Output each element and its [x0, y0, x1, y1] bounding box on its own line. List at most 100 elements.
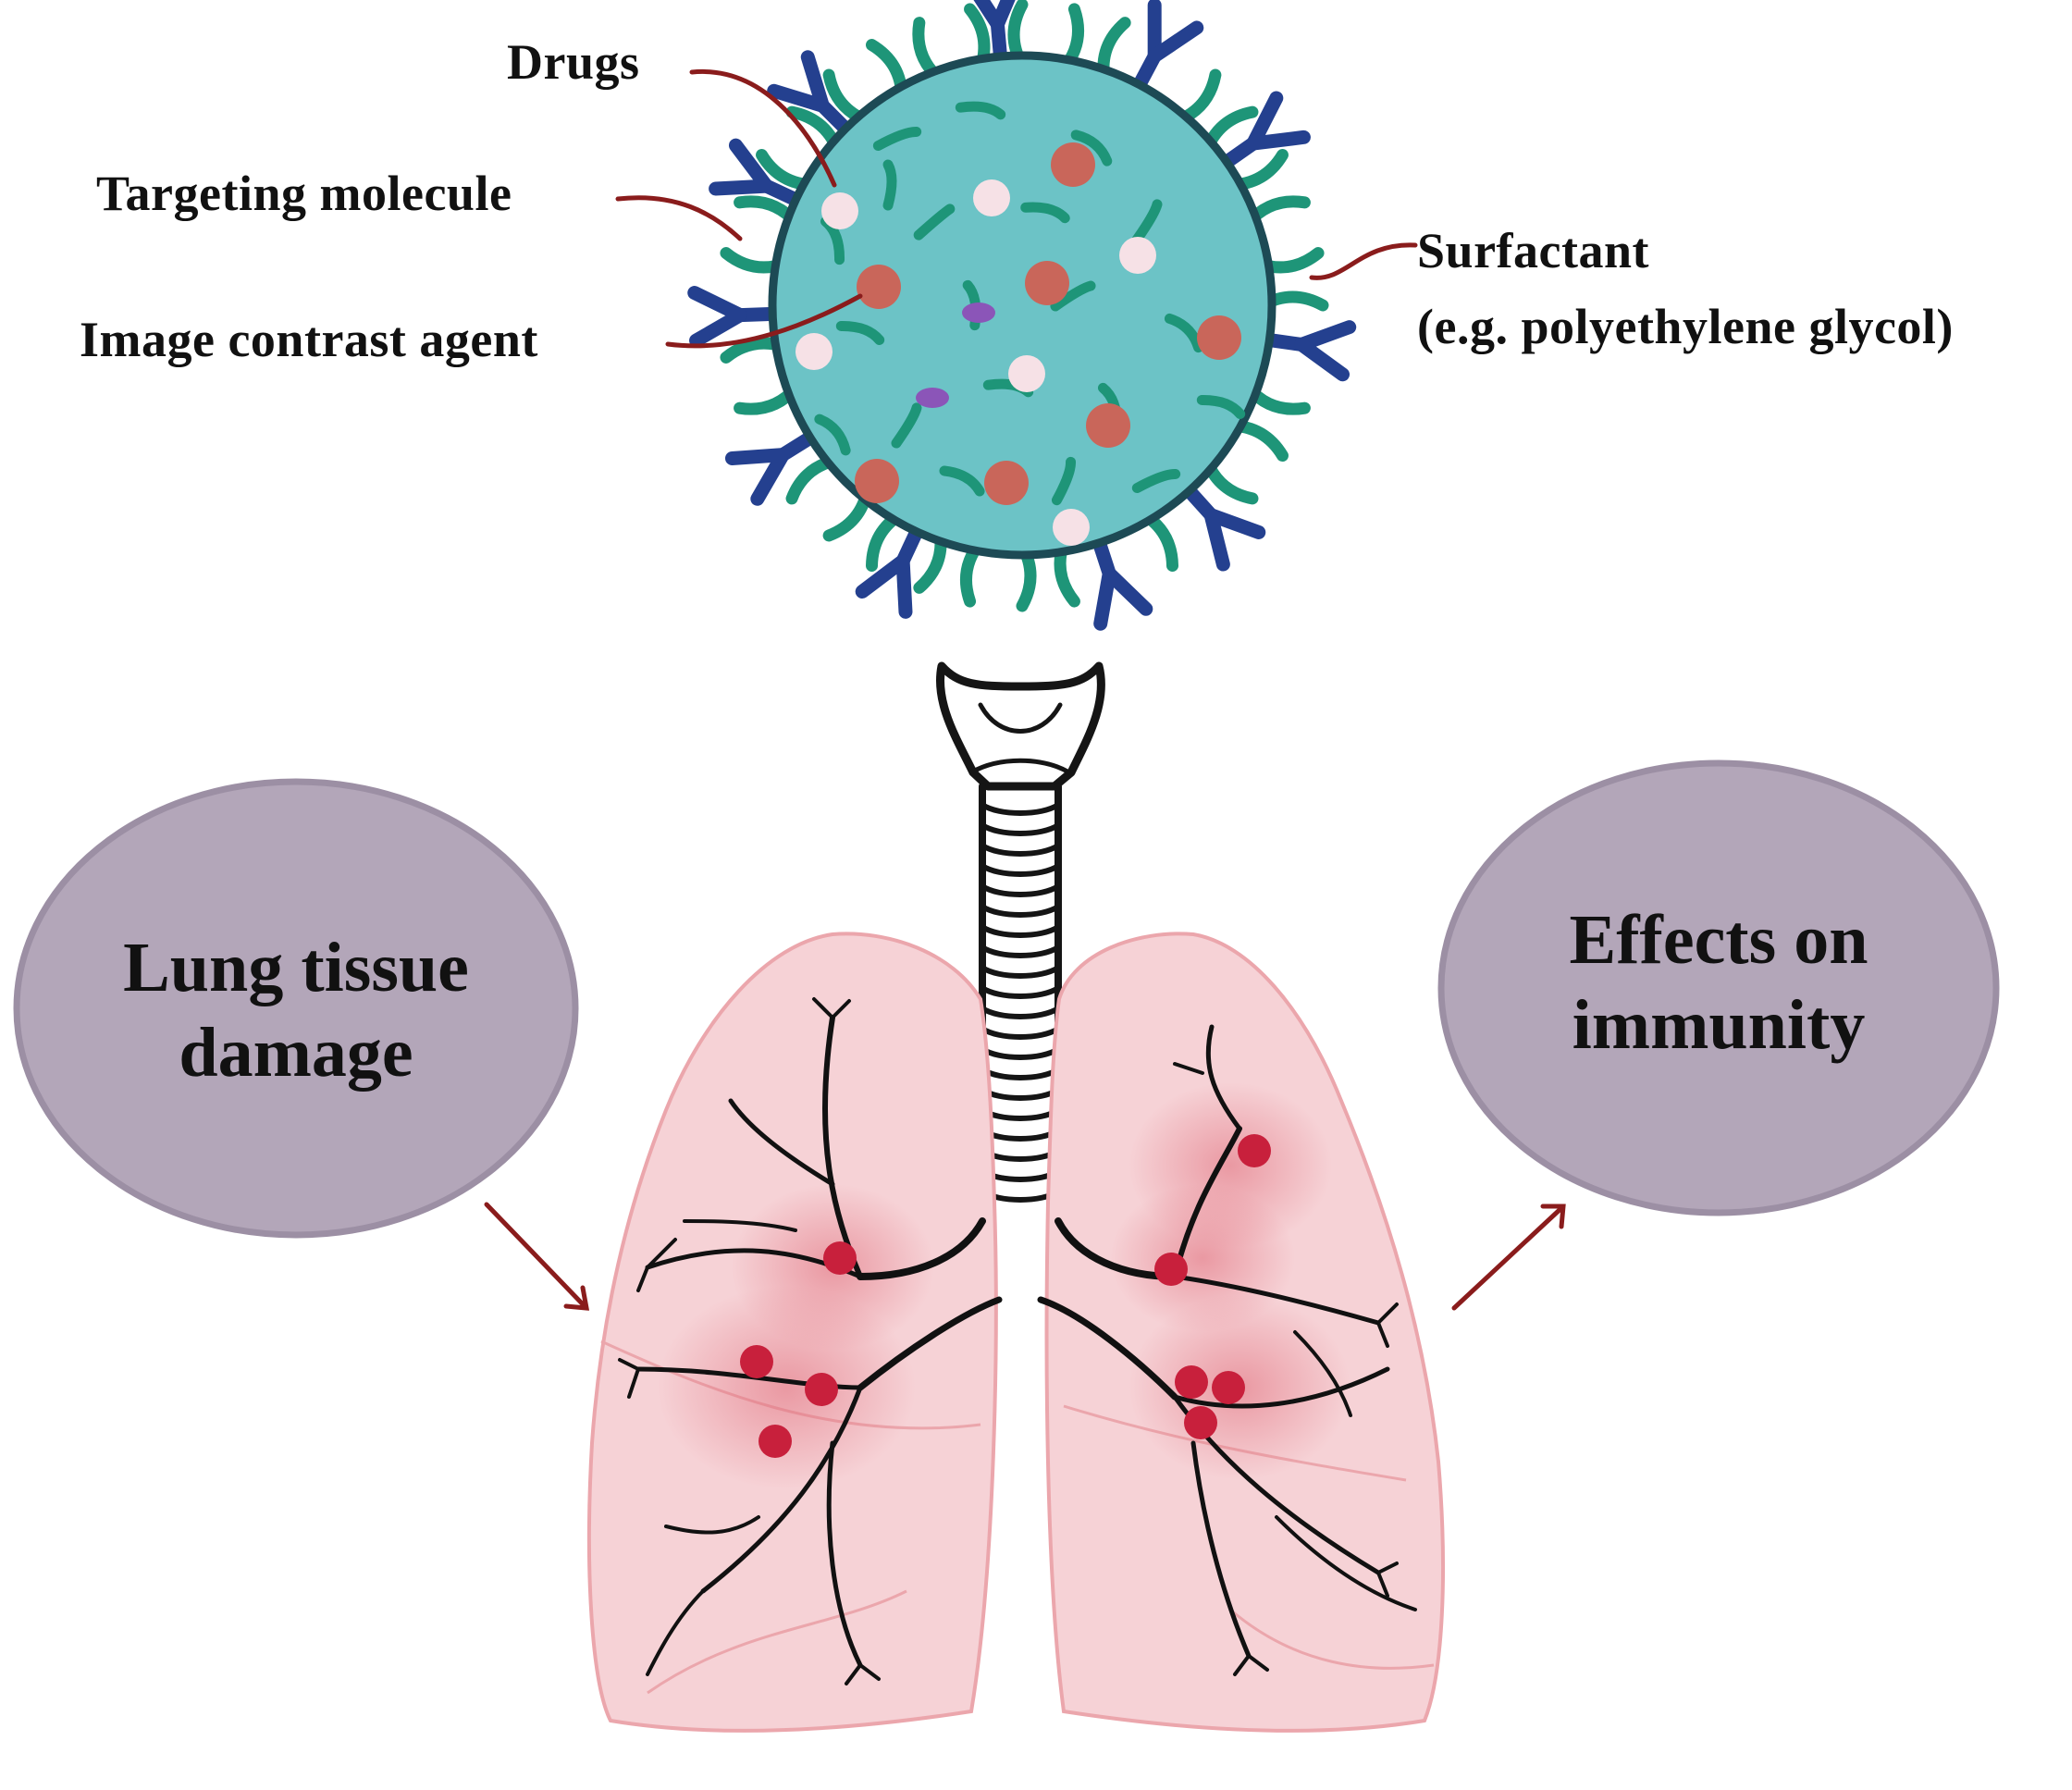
antibody-arm: [855, 553, 910, 599]
antibody-arm: [1246, 91, 1284, 151]
contrast-agent-dot: [1025, 261, 1069, 305]
inflammation-dot: [758, 1425, 792, 1458]
tracheal-ring: [980, 944, 1061, 958]
bronchus: [857, 1296, 1003, 1391]
right-bubble-line-2: immunity: [1572, 986, 1866, 1064]
drug-dot: [1053, 509, 1090, 546]
bronchus: [683, 1219, 797, 1232]
antibody-arm: [724, 448, 790, 465]
inflammation-dot: [740, 1345, 773, 1378]
tracheal-ring: [980, 802, 1061, 816]
bronchus: [1205, 1024, 1242, 1131]
surfactant-dash: [1131, 199, 1163, 245]
drug-dot: [796, 333, 832, 370]
bronchus: [1376, 1562, 1399, 1598]
tracheal-ring: [980, 843, 1061, 857]
surfactant-example-label: (e.g. polyethylene glycol): [1417, 299, 1954, 354]
right-arrow: [1451, 1205, 1564, 1311]
right-arrowhead: [1540, 1204, 1566, 1229]
contrast-agent-dot: [1197, 315, 1241, 360]
nanoparticle-core: [768, 51, 1276, 560]
surfactant-dash: [872, 126, 922, 152]
tracheal-ring: [980, 1006, 1061, 1019]
purple-dot: [962, 302, 995, 323]
left-bubble-line-1: Lung tissue: [123, 929, 469, 1006]
bronchus: [1037, 1296, 1178, 1401]
bronchus: [826, 1440, 863, 1668]
surfactant-dash: [1070, 130, 1113, 167]
surfactant-dash: [1051, 456, 1077, 506]
nanoparticle: [687, 0, 1357, 631]
tracheal-ring: [980, 904, 1061, 918]
tracheal-ring: [980, 863, 1061, 877]
drug-dot: [821, 192, 858, 229]
surfactant-leader-line: [1309, 242, 1418, 280]
antibody-arm: [800, 50, 830, 113]
right-bubble-line-1: Effects on: [1569, 901, 1868, 979]
contrast-agent-dot: [857, 265, 901, 309]
antibody-arm: [709, 179, 774, 196]
tracheal-ring: [980, 924, 1061, 938]
drug-dot: [1008, 355, 1045, 392]
bronchus: [646, 1589, 705, 1676]
right-lobe-fissure-lower: [1229, 1608, 1435, 1670]
lungs: [586, 932, 1445, 1733]
surfactant-dash: [913, 204, 956, 241]
bronchus: [700, 1385, 863, 1594]
bronchus: [1172, 1126, 1242, 1279]
left-bubble-line-2: damage: [179, 1014, 413, 1092]
drugs-leader-line: [689, 69, 837, 188]
contrast-agent-dot: [1086, 403, 1130, 448]
contrast-agent-dot: [1051, 142, 1095, 187]
bronchus: [812, 997, 851, 1019]
larynx: [936, 661, 1105, 791]
surfactant-dash: [1131, 468, 1181, 494]
inflammation-dot: [1212, 1371, 1245, 1404]
contrast-agent-dot: [855, 459, 899, 503]
tracheal-ring: [980, 1087, 1061, 1101]
antibody-arm: [895, 553, 913, 619]
inflammation-dot: [1238, 1134, 1271, 1167]
left-bubble: [13, 778, 579, 1239]
antibody-arm: [1203, 508, 1266, 539]
surfactant-dash: [891, 402, 922, 449]
left-lobe-fissure-lower: [647, 1589, 907, 1695]
antibody-arm: [1294, 337, 1350, 382]
surfactant-dash: [1050, 280, 1096, 312]
drug-dot: [1119, 237, 1156, 274]
contrast-leader-line: [665, 293, 863, 349]
targeting-molecule-label: Targeting molecule: [96, 166, 512, 221]
antibody-arm: [1203, 508, 1230, 572]
right-bubble-text: Effects on immunity: [1460, 897, 1978, 1068]
surfactant-dash: [882, 159, 897, 211]
antibody-arm: [1102, 566, 1153, 616]
tracheal-ring: [980, 985, 1061, 999]
antibody-arm: [1294, 320, 1357, 352]
bronchus: [1275, 1515, 1417, 1611]
tracheal-ring: [980, 1107, 1061, 1121]
antibody-arm: [990, 0, 1016, 31]
tracheal-ring: [980, 965, 1061, 979]
surfactant-dash: [835, 320, 885, 346]
purple-dot: [916, 388, 949, 408]
bronchus: [1293, 1330, 1352, 1417]
bronchus: [636, 1238, 677, 1292]
bronchus: [857, 1217, 986, 1280]
antibody-arm: [1147, 20, 1204, 64]
inflammation-dot: [1184, 1406, 1217, 1439]
surfactant-dash: [1020, 202, 1070, 224]
bronchus: [1172, 1366, 1390, 1409]
inflammation-dot: [805, 1373, 838, 1406]
bronchus: [728, 1098, 835, 1187]
bronchus: [1172, 1274, 1381, 1326]
left-arrow: [484, 1202, 587, 1309]
antibody-arm: [728, 138, 774, 193]
tracheal-ring: [980, 822, 1061, 836]
tracheal-ring: [980, 1026, 1061, 1040]
left-bubble-text: Lung tissue damage: [37, 925, 555, 1095]
antibody-arm: [973, 0, 1005, 31]
inflammation-spots: [740, 1134, 1271, 1458]
antibody-arm: [689, 308, 747, 348]
